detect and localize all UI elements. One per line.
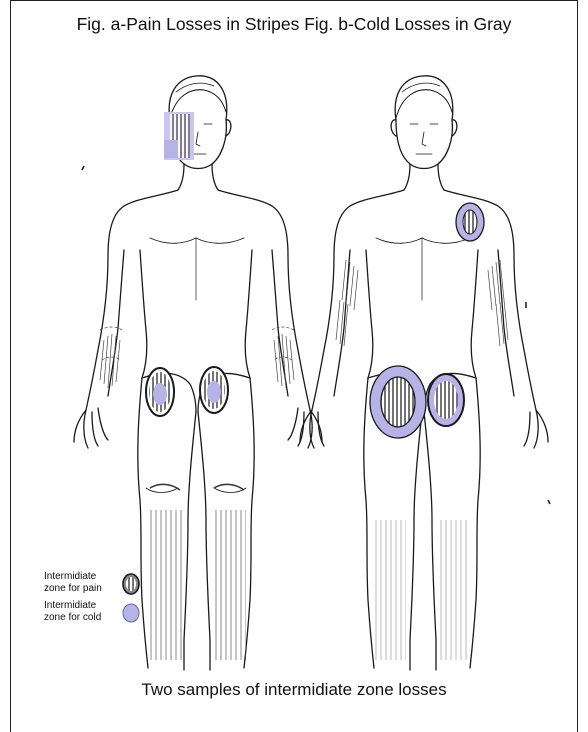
legend-pain-swatch — [123, 574, 139, 594]
body-figure-b — [300, 76, 548, 670]
legend-pain-label: Intermidiate zone for pain — [44, 571, 102, 595]
lower-leg-stripes-b-left — [372, 520, 406, 660]
shoulder-zone-b — [456, 203, 484, 241]
legend-cold-swatch — [123, 604, 139, 622]
legend-cold-label-line2: zone for cold — [44, 612, 101, 624]
legend-pain-label-line2: zone for pain — [44, 583, 102, 595]
lower-leg-stripes-a-right — [212, 510, 246, 660]
legend-pain-label-line1: Intermidiate — [44, 571, 102, 583]
knee-zone-marks-a — [150, 484, 244, 490]
forearm-marks-a — [100, 327, 294, 388]
face-pain-patch-a — [164, 112, 194, 160]
thigh-zone-b-right — [428, 374, 464, 426]
thigh-zone-a-right — [200, 367, 228, 413]
legend-cold-label: Intermidiate zone for cold — [44, 600, 101, 624]
figure-caption: Two samples of intermidiate zone losses — [0, 680, 588, 700]
thigh-zone-b-left — [370, 366, 426, 438]
thigh-zone-a-left — [146, 368, 174, 416]
lower-leg-stripes-b-right — [440, 520, 470, 660]
legend-cold-label-line1: Intermidiate — [44, 600, 101, 612]
lower-leg-stripes-a-left — [148, 510, 182, 660]
